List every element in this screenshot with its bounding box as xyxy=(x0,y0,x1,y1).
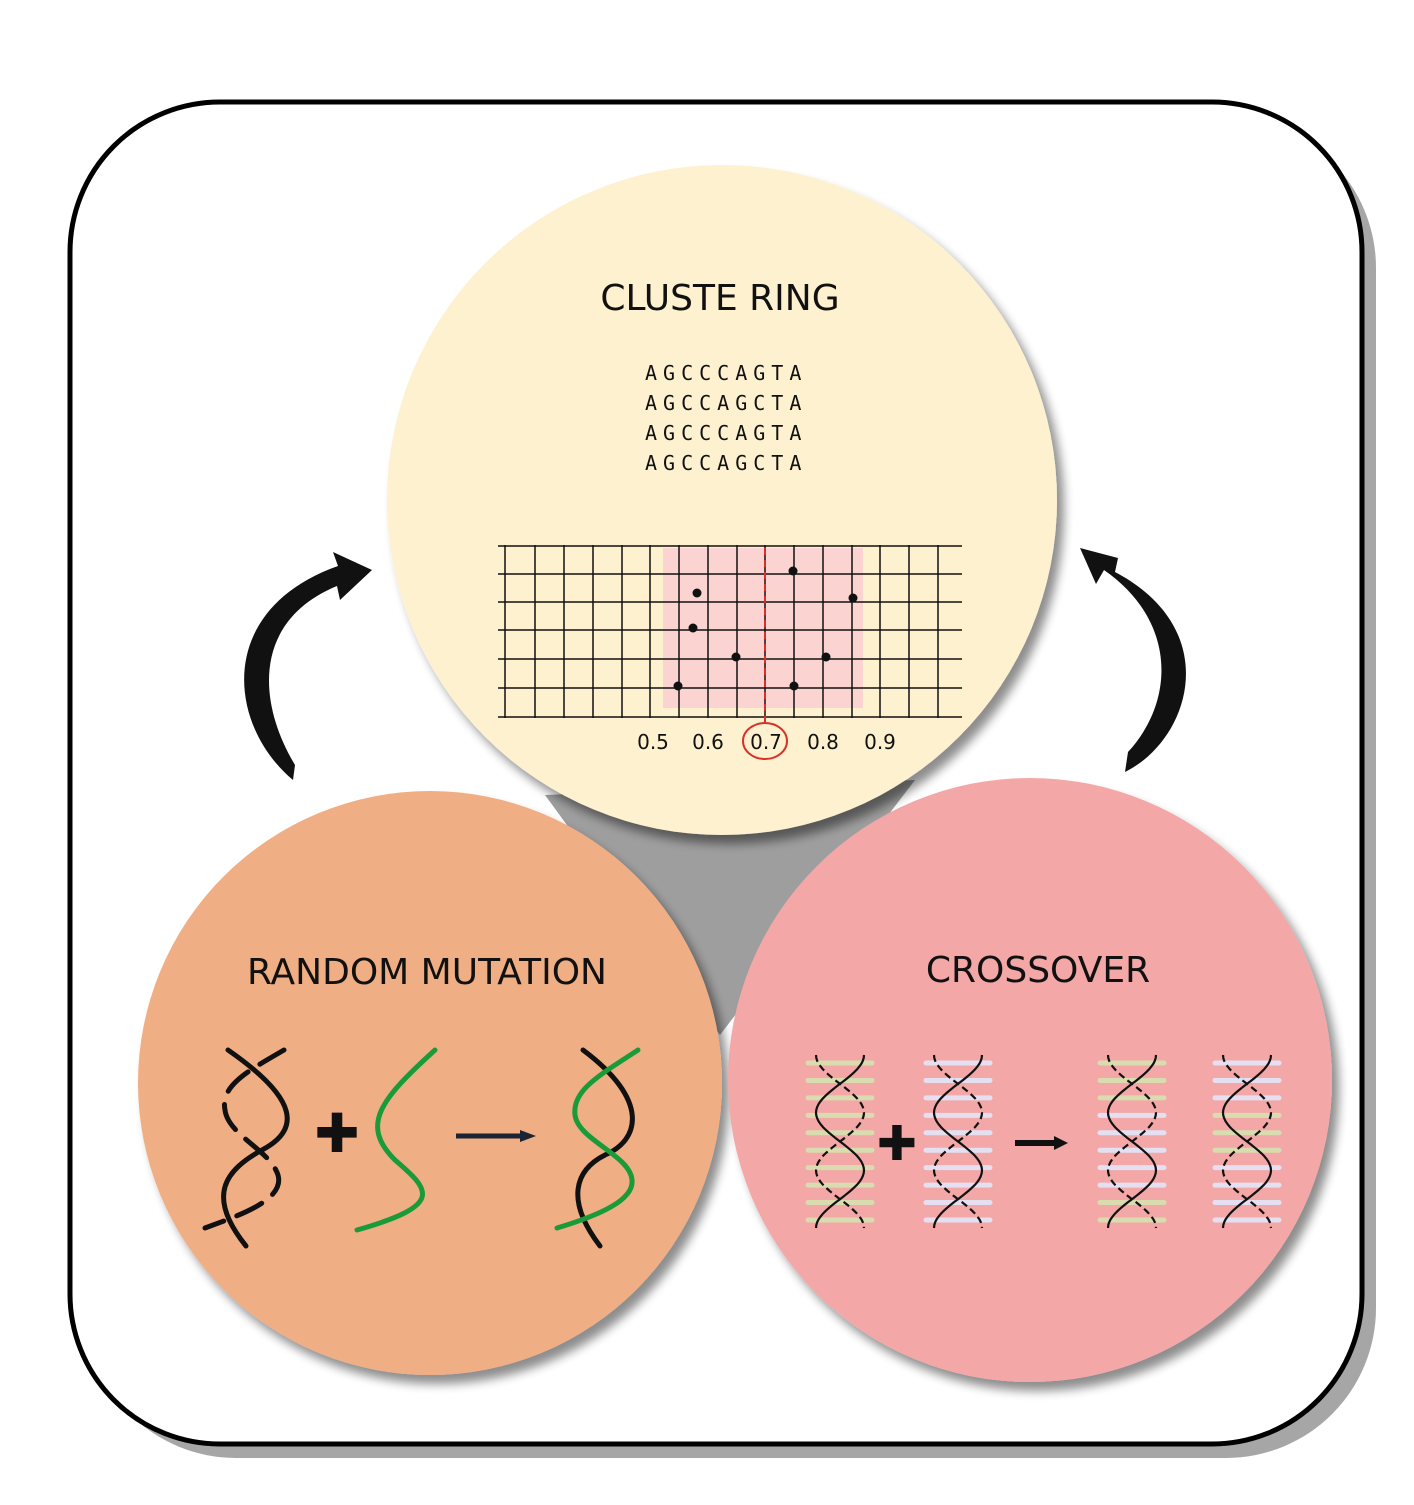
data-point xyxy=(788,566,798,576)
dna-strand xyxy=(814,1054,866,1229)
tick-label: 0.6 xyxy=(692,730,724,754)
data-point xyxy=(692,588,702,598)
data-point xyxy=(731,652,741,662)
data-point xyxy=(821,652,831,662)
dna-helix-icon xyxy=(1097,1054,1167,1229)
dna-helix-icon xyxy=(805,1054,875,1229)
data-point xyxy=(688,623,698,633)
crossover-title: CROSSOVER xyxy=(926,950,1150,991)
data-points xyxy=(673,566,858,691)
dna-strand xyxy=(1106,1054,1158,1229)
parent-strand-icon xyxy=(202,1047,290,1249)
cluster-plot: 0.5 0.6 0.7 0.8 0.9 xyxy=(498,545,962,760)
tick-label: 0.5 xyxy=(637,730,669,754)
new-strand-icon xyxy=(354,1047,438,1233)
tick-label: 0.8 xyxy=(807,730,839,754)
dna-helix-icon xyxy=(923,1054,993,1229)
mutation-title: RANDOM MUTATION xyxy=(247,952,607,993)
plus-icon: ✚ xyxy=(877,1116,917,1172)
mutated-strand-icon xyxy=(554,1047,641,1249)
clustering-circle xyxy=(387,165,1057,835)
x-axis-ticks: 0.5 0.6 0.7 0.8 0.9 xyxy=(637,730,896,754)
plus-icon: ✚ xyxy=(314,1102,359,1165)
tick-label: 0.7 xyxy=(750,730,782,754)
sequence-list: AGCCCAGTA AGCCAGCTA AGCCCAGTA AGCCAGCTA xyxy=(645,361,807,475)
center-triangle xyxy=(545,780,915,1035)
right-arrow-icon xyxy=(1015,1136,1068,1150)
curved-arrow-icon xyxy=(1080,548,1186,772)
sequence-1: AGCCCAGTA xyxy=(645,361,807,385)
grid xyxy=(498,545,962,718)
crossover-panel: CROSSOVER ✚ xyxy=(728,778,1332,1382)
sequence-4: AGCCAGCTA xyxy=(645,451,807,475)
curved-arrow-icon xyxy=(244,552,372,780)
data-point xyxy=(848,593,858,603)
mutation-panel: RANDOM MUTATION ✚ xyxy=(138,791,722,1375)
mutation-circle xyxy=(138,791,722,1375)
data-point xyxy=(673,681,683,691)
dna-helix-icon xyxy=(1212,1054,1282,1229)
sequence-2: AGCCAGCTA xyxy=(645,391,807,415)
dna-helix-group xyxy=(805,1054,1282,1229)
dna-strand xyxy=(1221,1054,1273,1229)
clustering-title: CLUSTE RING xyxy=(600,278,839,319)
clustering-panel: CLUSTE RING AGCCCAGTA AGCCAGCTA AGCCCAGT… xyxy=(387,165,1057,835)
dna-strand xyxy=(932,1054,984,1229)
sequence-3: AGCCCAGTA xyxy=(645,421,807,445)
right-arrow-icon xyxy=(456,1130,536,1142)
highlighted-tick-circle xyxy=(742,722,788,760)
data-point xyxy=(789,681,799,691)
tick-label: 0.9 xyxy=(864,730,896,754)
crossover-circle xyxy=(728,778,1332,1382)
